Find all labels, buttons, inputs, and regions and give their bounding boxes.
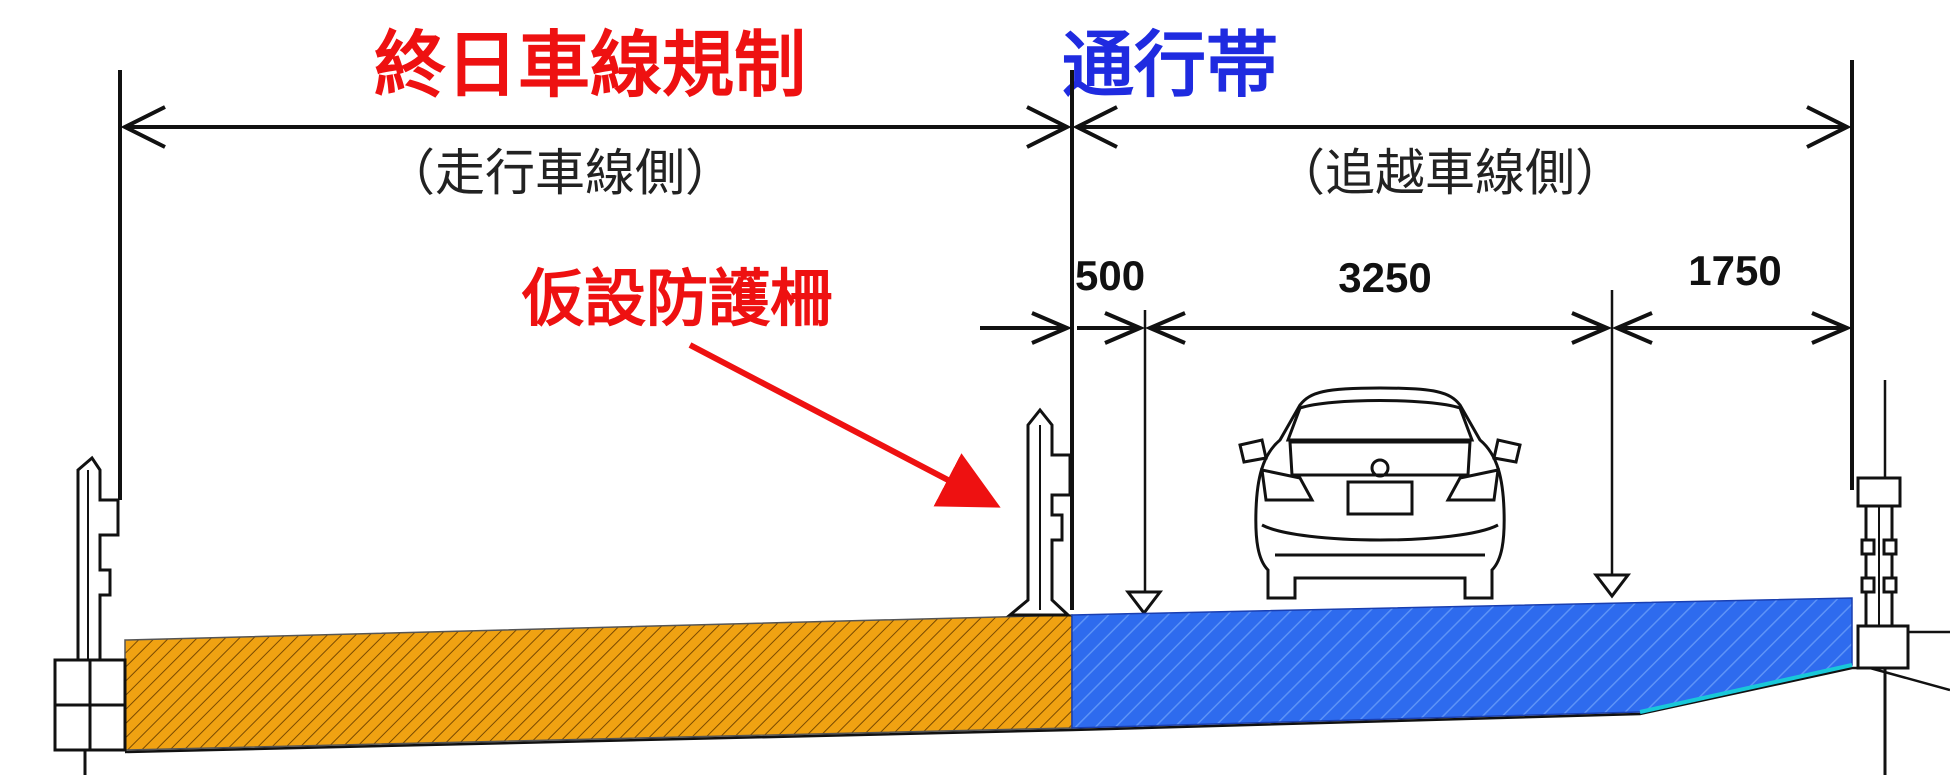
open-lane-pavement: [1071, 597, 1853, 729]
dimension-1750: [1611, 311, 1853, 345]
barrier-arrow: [688, 342, 1001, 508]
open-lane-subtitle: （追越車線側）: [1275, 144, 1625, 202]
closed-lane-title: 終日車線規制: [374, 23, 806, 107]
ground-line-right: [1869, 666, 1950, 692]
dimension-label-1750: 1750: [1688, 247, 1781, 294]
lane-edge-marker-left: [1124, 590, 1164, 616]
barrier-label: 仮設防護柵: [521, 262, 832, 335]
closed-lane-subtitle: （走行車線側）: [385, 144, 735, 202]
temporary-barrier: [1005, 407, 1072, 617]
dimension-label-3250: 3250: [1338, 254, 1431, 301]
dimension-top-closed: [120, 105, 1072, 149]
left-guardrail: [53, 455, 127, 775]
dimension-label-500: 500: [1075, 252, 1145, 299]
dimension-3250: [1144, 311, 1613, 345]
dimension-500: [980, 311, 1146, 345]
closed-lane-pavement: [124, 614, 1073, 751]
lane-edge-marker-right: [1592, 573, 1632, 599]
shoulder-edge: [1639, 663, 1853, 714]
open-lane-title: 通行帯: [1062, 23, 1278, 107]
right-guardrail: [1856, 380, 1910, 775]
car-icon: [1238, 386, 1522, 600]
dimension-top-open: [1072, 105, 1852, 149]
